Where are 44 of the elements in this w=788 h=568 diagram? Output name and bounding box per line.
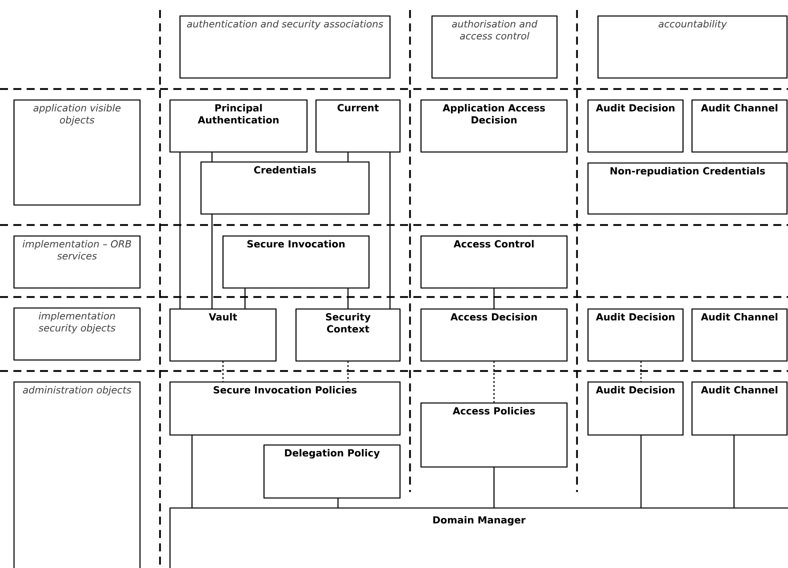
- object-box: Access Decision: [420, 308, 568, 362]
- connector-line: [640, 361, 642, 382]
- connector-line: [222, 361, 224, 382]
- category-box: accountability: [597, 15, 788, 79]
- category-box: application visible objects: [13, 99, 141, 206]
- object-box: Credentials: [200, 161, 370, 215]
- object-box: Domain Manager: [169, 507, 788, 568]
- object-box: Application Access Decision: [420, 99, 568, 153]
- connector-line: [347, 361, 349, 382]
- category-box: implementation – ORB services: [13, 235, 141, 289]
- object-box: Audit Decision: [587, 308, 684, 362]
- object-box: Secure Invocation Policies: [169, 381, 401, 436]
- connector-line: [493, 288, 495, 309]
- connector-line: [640, 435, 642, 508]
- object-box: Vault: [169, 308, 277, 362]
- connector-line: [493, 467, 495, 508]
- connector-line: [347, 288, 349, 309]
- category-box: authorisation and access control: [431, 15, 558, 79]
- object-box: Access Policies: [420, 402, 568, 468]
- connector-line: [493, 361, 495, 403]
- connector-line: [733, 435, 735, 508]
- connector-line: [389, 152, 391, 309]
- object-box: Audit Channel: [691, 308, 788, 362]
- connector-line: [244, 288, 246, 309]
- connector-line: [347, 152, 349, 162]
- category-box: administration objects: [13, 381, 141, 568]
- object-box: Audit Channel: [691, 99, 788, 153]
- connector-line: [191, 435, 193, 508]
- object-box: Audit Decision: [587, 99, 684, 153]
- object-box: Audit Decision: [587, 381, 684, 436]
- connector-line: [211, 152, 213, 162]
- object-box: Current: [315, 99, 401, 153]
- connector-line: [211, 214, 213, 309]
- connector-line: [337, 498, 339, 508]
- category-box: authentication and security associations: [179, 15, 391, 79]
- object-box: Delegation Policy: [263, 444, 401, 499]
- object-box: Non-repudiation Credentials: [587, 162, 788, 215]
- object-box: Principal Authentication: [169, 99, 308, 153]
- object-box: Security Context: [295, 308, 401, 362]
- connector-line: [179, 152, 181, 309]
- object-box: Secure Invocation: [222, 235, 370, 289]
- object-box: Access Control: [420, 235, 568, 289]
- object-box: Audit Channel: [691, 381, 788, 436]
- category-box: implementation security objects: [13, 307, 141, 361]
